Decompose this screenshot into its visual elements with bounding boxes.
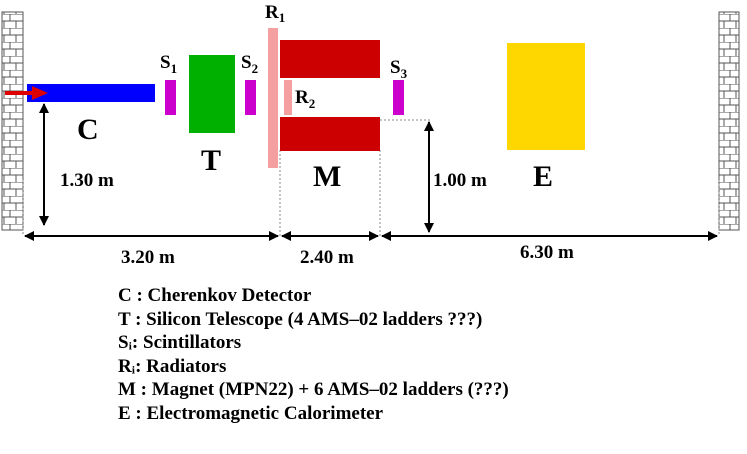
legend-item-s: Sᵢ: Scintillators [118,332,242,353]
dim-span-3: 6.30 m [520,242,574,263]
label-r2: R2 [295,87,315,111]
silicon-telescope [189,55,235,133]
dim-height-left: 1.30 m [60,170,114,191]
dim-span-2: 2.40 m [300,247,354,268]
legend-item-r: Rᵢ: Radiators [118,355,227,377]
label-s2: S2 [241,52,258,76]
legend-item-c: C : Cherenkov Detector [118,285,312,306]
radiator-r1 [268,28,278,168]
magnet-top [280,40,380,78]
label-e: E [533,160,553,193]
legend-item-e: E : Electromagnetic Calorimeter [118,402,384,424]
beam-arrow [5,86,48,100]
dim-span-1: 3.20 m [121,247,175,268]
scintillator-s2 [245,80,256,115]
scintillator-s1 [165,80,176,115]
label-m: M [313,160,341,193]
legend-item-t: T : Silicon Telescope (4 AMS–02 ladders … [118,308,483,330]
cherenkov-detector [27,84,155,102]
magnet-bottom [280,117,380,151]
legend: C : Cherenkov Detector T : Silicon Teles… [118,284,718,425]
label-r1: R1 [265,2,285,25]
radiator-r2 [284,80,292,115]
right-wall [718,11,740,231]
label-s1: S1 [160,52,177,76]
electromagnetic-calorimeter [507,43,585,150]
legend-item-m: M : Magnet (MPN22) + 6 AMS–02 ladders (?… [118,379,509,400]
label-s3: S3 [390,57,408,81]
dim-height-right: 1.00 m [433,170,487,191]
label-t: T [201,144,221,177]
scintillator-s3 [393,80,404,115]
label-c: C [77,113,99,146]
left-wall [1,11,24,231]
